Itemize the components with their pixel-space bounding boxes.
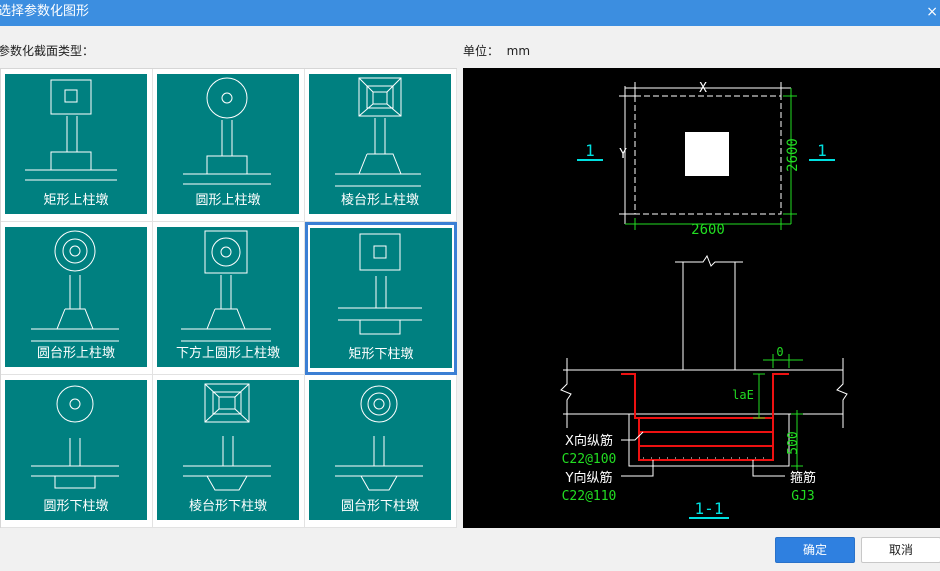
offset-dim: 0 — [776, 345, 783, 359]
plan-width-dim: 2600 — [691, 222, 725, 238]
shape-rect-lower[interactable]: 矩形下柱墩 — [305, 222, 457, 375]
shape-label: 棱台形下柱墩 — [188, 499, 267, 514]
shape-tile: 棱台形下柱墩 — [157, 380, 299, 520]
anchor-length-label: laE — [732, 388, 754, 402]
shape-frustum-upper[interactable]: 棱台形上柱墩 — [305, 69, 457, 222]
cad-preview-drawing: X Y 2600 2600 1 1 — [560, 81, 848, 519]
plan-view — [577, 82, 835, 230]
shape-circular-frustum-lower[interactable]: 圆台形下柱墩 — [305, 375, 457, 528]
section-mark-left: 1 — [585, 141, 595, 160]
shape-tile: 矩形下柱墩 — [310, 228, 452, 368]
plan-height-dim: 2600 — [785, 138, 801, 172]
shape-square-round-upper[interactable]: 下方上圆形上柱墩 — [153, 222, 305, 375]
frustum-lower-pier-icon — [183, 383, 271, 491]
shape-label: 下方上圆形上柱墩 — [175, 346, 280, 361]
plan-x-label: X — [699, 81, 707, 96]
shape-rect-upper[interactable]: 矩形上柱墩 — [1, 69, 153, 222]
rect-lower-pier-icon — [338, 233, 422, 335]
frustum-upper-pier-icon — [335, 77, 421, 187]
shape-circle-upper[interactable]: 圆形上柱墩 — [153, 69, 305, 222]
circle-lower-pier-icon — [31, 385, 119, 489]
plan-y-label: Y — [619, 147, 627, 162]
preview-panel: X Y 2600 2600 1 1 — [463, 68, 940, 528]
section-title: 1-1 — [695, 499, 724, 518]
x-rebar-label: X向纵筋 — [565, 433, 613, 449]
x-rebar-value: C22@100 — [562, 452, 617, 467]
title-bar: 选择参数化图形 × — [0, 0, 940, 26]
stirrup-value: GJ3 — [791, 489, 814, 504]
rect-upper-pier-icon — [25, 79, 117, 181]
shape-label: 矩形下柱墩 — [348, 347, 414, 362]
shape-label: 圆形下柱墩 — [43, 499, 109, 514]
shape-tile: 矩形上柱墩 — [5, 74, 147, 214]
shape-circular-frustum-upper[interactable]: 圆台形上柱墩 — [1, 222, 153, 375]
shape-frustum-lower[interactable]: 棱台形下柱墩 — [153, 375, 305, 528]
shape-label: 圆台形下柱墩 — [340, 499, 419, 514]
shape-label: 圆台形上柱墩 — [36, 346, 115, 361]
unit-caption: 单位： — [463, 44, 500, 58]
shape-tile: 圆形上柱墩 — [157, 74, 299, 214]
shape-tile: 棱台形上柱墩 — [309, 74, 451, 214]
shape-label: 矩形上柱墩 — [43, 193, 109, 208]
unit-value: mm — [506, 44, 531, 58]
y-rebar-value: C22@110 — [562, 489, 617, 504]
shape-label: 棱台形上柱墩 — [340, 193, 419, 208]
shape-tile: 圆形下柱墩 — [5, 380, 147, 520]
shape-tile: 下方上圆形上柱墩 — [157, 227, 299, 367]
shape-tile: 圆台形下柱墩 — [309, 380, 451, 520]
shape-tile: 圆台形上柱墩 — [5, 227, 147, 367]
cancel-button[interactable]: 取消 — [861, 537, 940, 563]
window-title: 选择参数化图形 — [0, 4, 90, 19]
close-icon[interactable]: × — [926, 4, 938, 20]
shape-label: 圆形上柱墩 — [195, 193, 261, 208]
circular-frustum-lower-pier-icon — [335, 385, 423, 491]
shape-grid: 矩形上柱墩 圆形上柱墩 — [0, 68, 457, 528]
unit-label: 单位： mm — [463, 42, 530, 59]
ok-button[interactable]: 确定 — [775, 537, 855, 563]
stirrup-label: 箍筋 — [790, 470, 816, 486]
section-mark-right: 1 — [817, 141, 827, 160]
circle-upper-pier-icon — [183, 77, 271, 185]
section-view — [560, 254, 848, 519]
section-type-label: 参数化截面类型： — [0, 44, 95, 58]
pier-depth-dim: 500 — [786, 431, 801, 454]
shape-circle-lower[interactable]: 圆形下柱墩 — [1, 375, 153, 528]
circular-frustum-upper-pier-icon — [31, 230, 119, 342]
square-round-upper-pier-icon — [181, 230, 271, 342]
y-rebar-label: Y向纵筋 — [565, 470, 613, 486]
